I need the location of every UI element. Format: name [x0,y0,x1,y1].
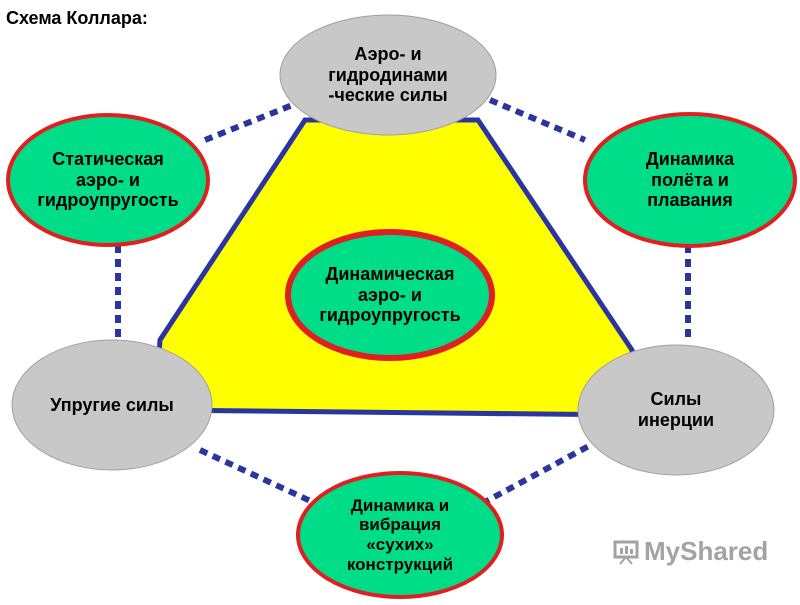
node-center-label: Динамическая аэро- и гидроупругость [319,263,461,326]
node-inertia-label: Силы инерции [637,389,715,430]
node-vibration-shape [296,471,504,599]
node-elastic-label: Упругие силы [50,394,174,415]
node-aero-label: Аэро- и гидродинами -ческие силы [328,43,448,106]
node-static-label: Статическая аэро- и гидроупругость [37,148,179,211]
watermark-text: MyShared [644,536,769,566]
node-center-shape [285,229,495,361]
diagram-title: Схема Коллара: [6,8,148,28]
link-static-aero [203,97,307,143]
node-inertia-shape [577,344,775,476]
link-inertia-vibration [468,437,602,513]
node-aero-shape [279,14,497,136]
watermark: MyShared [612,536,768,567]
node-vibration-label: Динамика и вибрация «сухих» конструкций [346,495,454,574]
link-elastic-vibration [198,447,332,513]
node-flight-label: Динамика полёта и плавания [645,148,735,211]
node-flight-shape [583,112,797,248]
link-aero-flight [488,97,587,143]
node-elastic-shape [11,339,213,471]
presentation-icon [613,540,639,565]
node-static-shape [6,113,210,247]
